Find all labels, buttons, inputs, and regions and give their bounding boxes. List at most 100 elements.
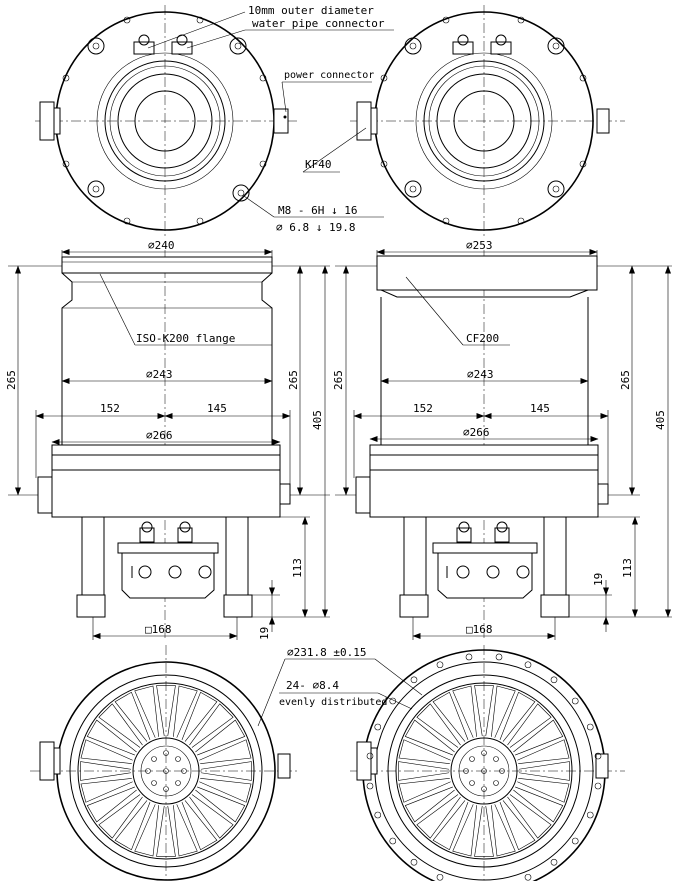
- hub-hole: [499, 768, 505, 774]
- impeller-rib: [432, 691, 469, 742]
- impeller-rib: [189, 703, 234, 748]
- height-265-left-inner: 265: [287, 370, 300, 390]
- flange-bolt-hole: [436, 873, 444, 881]
- flange-bolt-hole: [436, 661, 444, 669]
- impeller-rib: [517, 739, 570, 764]
- impeller-rib: [181, 691, 218, 742]
- offset-right-b: 145: [530, 402, 550, 415]
- height-19-left: 19: [258, 627, 271, 640]
- impeller-rib: [189, 794, 234, 839]
- flange-bolt-hole: [586, 811, 594, 819]
- body-dia-right: ⌀243: [467, 368, 494, 381]
- impeller-rib: [398, 778, 451, 803]
- impeller-rib: [491, 804, 516, 857]
- mounting-holes-left: [62, 16, 267, 225]
- base-dia-left: ⌀266: [146, 429, 173, 442]
- impeller-rib: [173, 685, 198, 738]
- top-view-right: [350, 5, 625, 238]
- impeller-rib: [200, 761, 252, 781]
- height-265-right-outer: 265: [332, 370, 345, 390]
- kf40-port-right: [356, 101, 378, 141]
- hub-hole: [469, 780, 475, 786]
- impeller-rib: [432, 800, 469, 851]
- hub-hole: [493, 756, 499, 762]
- hub-hole: [481, 768, 487, 774]
- hub-hole: [163, 768, 169, 774]
- flange-bolt-hole: [586, 723, 594, 731]
- impeller-rib: [199, 778, 252, 803]
- height-405-left: 405: [311, 410, 324, 430]
- impeller-rib: [80, 778, 133, 803]
- hub-hole: [151, 780, 157, 786]
- kf40-port-left: [39, 101, 61, 141]
- water-connectors-left: [133, 34, 193, 55]
- hub-hole: [469, 756, 475, 762]
- flange-bolt-hole: [524, 873, 532, 881]
- height-405-right: 405: [654, 410, 667, 430]
- flange-bolt-hole: [374, 811, 382, 819]
- water-connectors-right: [452, 34, 512, 55]
- impeller-rib: [181, 800, 218, 851]
- kf40-label: KF40: [305, 158, 332, 171]
- hub-hole: [181, 768, 187, 774]
- hub-hole: [481, 750, 487, 756]
- impeller-rib: [398, 739, 451, 764]
- flange-bolt-hole: [550, 676, 558, 684]
- flange-bolt-hole: [495, 653, 503, 661]
- hub-hole: [145, 768, 151, 774]
- flange-bolt-hole: [524, 661, 532, 669]
- flange-dia-left: ⌀240: [148, 239, 175, 252]
- impeller-rib: [86, 786, 137, 823]
- flange-bolt-hole: [550, 858, 558, 866]
- impeller-rib: [474, 685, 494, 737]
- flange-bolt-hole: [374, 723, 382, 731]
- top-view-left: [35, 5, 300, 238]
- holes-count-label: 24- ⌀8.4: [286, 679, 339, 692]
- body-dia-left: ⌀243: [146, 368, 173, 381]
- bolt-circle-label: ⌀231.8 ±0.15: [287, 646, 366, 659]
- square-168-right: □168: [466, 623, 493, 636]
- bolt-hole-ring: [366, 653, 602, 881]
- side-view-left: [37, 250, 291, 640]
- thread-spec-label-2: ⌀ 6.8 ↓ 19.8: [276, 221, 355, 234]
- offset-left-b: 145: [207, 402, 227, 415]
- thread-spec-label-1: M8 - 6H ↓ 16: [278, 204, 357, 217]
- offset-right-a: 152: [413, 402, 433, 415]
- impeller-rib: [416, 794, 461, 839]
- impeller-rib: [156, 685, 176, 737]
- impeller-rib: [491, 685, 516, 738]
- side-view-right: [355, 250, 609, 640]
- impeller-rib: [114, 691, 151, 742]
- hub-hole: [163, 750, 169, 756]
- impeller-rib: [134, 804, 159, 857]
- flange-dia-right: ⌀253: [466, 239, 493, 252]
- impeller-rib: [86, 719, 137, 756]
- flange-bolt-hole: [389, 837, 397, 845]
- text-labels: 10mm outer diameter water pipe connector…: [5, 4, 667, 708]
- hub-hole: [493, 780, 499, 786]
- impeller-rib: [452, 685, 477, 738]
- impeller-rib: [173, 804, 198, 857]
- hub-hole: [151, 756, 157, 762]
- impeller-rib: [398, 761, 450, 781]
- impeller-rib: [517, 778, 570, 803]
- iso-k200-flange-label: ISO-K200 flange: [136, 332, 235, 345]
- power-connector-right: [596, 108, 610, 134]
- impeller-rib: [513, 786, 564, 823]
- impeller-rib: [452, 804, 477, 857]
- impeller-rib: [98, 703, 143, 748]
- height-113-right: 113: [621, 558, 634, 578]
- cf200-flange-label: CF200: [466, 332, 499, 345]
- impeller-rib: [518, 761, 570, 781]
- water-connector-label-2: water pipe connector: [252, 17, 385, 30]
- mounting-holes-right: [380, 16, 587, 225]
- bottom-view-right: [350, 645, 625, 881]
- flange-bolt-hole: [366, 752, 374, 760]
- hub-hole: [163, 786, 169, 792]
- square-168-left: □168: [145, 623, 172, 636]
- flange-bolt-hole: [410, 858, 418, 866]
- hub-hole: [175, 756, 181, 762]
- flange-bolt-hole: [410, 676, 418, 684]
- flange-bolt-hole: [465, 653, 473, 661]
